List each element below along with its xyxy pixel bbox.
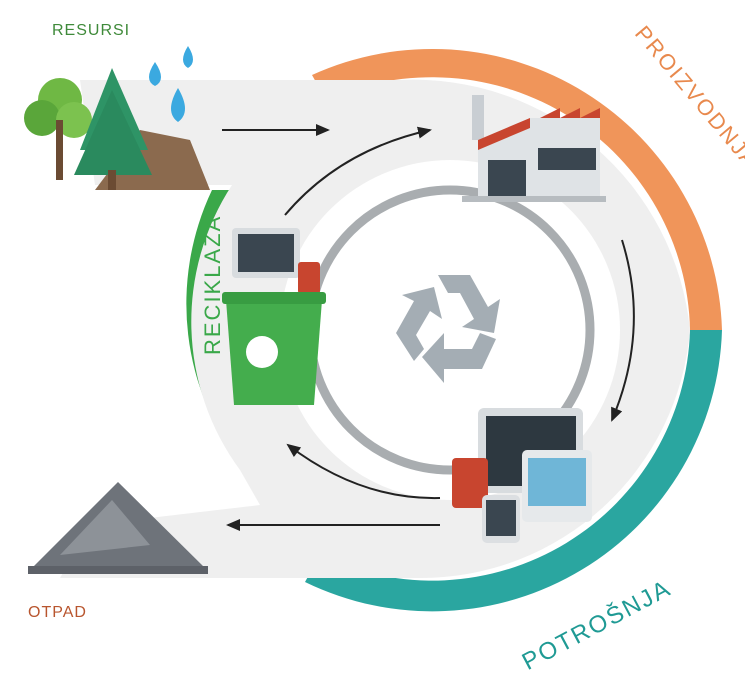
arrow-consumption-to-recycling xyxy=(286,443,441,500)
devices-icon xyxy=(452,408,592,543)
recycle-symbol-icon xyxy=(396,275,500,383)
label-resursi: RESURSI xyxy=(52,22,131,39)
label-reciklaza: RECIKLAŽA xyxy=(200,215,225,355)
consumption-arc xyxy=(305,330,722,612)
factory-icon xyxy=(462,95,606,202)
waste-pile-icon xyxy=(28,482,208,574)
arrow-recycling-to-production xyxy=(284,126,432,216)
production-arc xyxy=(312,48,722,330)
trees-icon xyxy=(24,68,210,190)
label-otpad: OTPAD xyxy=(28,604,87,621)
recycling-bin-icon xyxy=(222,228,326,405)
water-drops-icon xyxy=(149,46,193,122)
arrow-production-to-consumption xyxy=(611,239,635,422)
